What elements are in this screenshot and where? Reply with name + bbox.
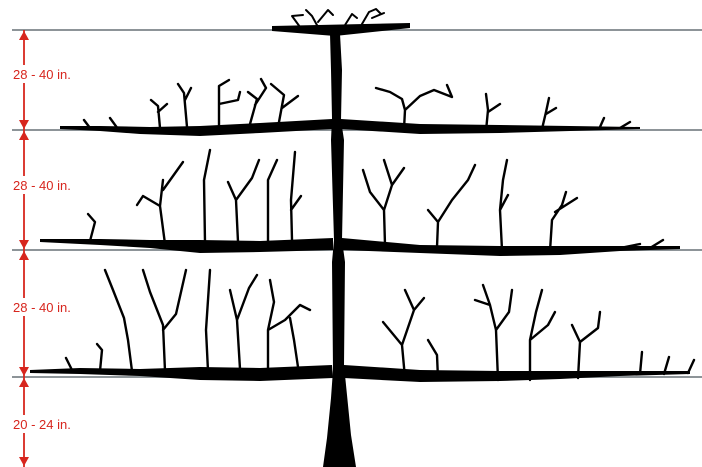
tier3-shoots bbox=[66, 270, 694, 380]
dimension-label-2: 28 - 40 in. bbox=[13, 178, 71, 193]
dimension-label-3: 28 - 40 in. bbox=[13, 300, 71, 315]
dimension-label-4: 20 - 24 in. bbox=[13, 417, 71, 432]
espalier-tree bbox=[30, 9, 694, 467]
dimension-label-1: 28 - 40 in. bbox=[13, 67, 71, 82]
tier1-right-arm bbox=[341, 119, 640, 134]
height-dimensions: 28 - 40 in. 28 - 40 in. 28 - 40 in. 20 -… bbox=[10, 30, 96, 467]
tier2-shoots bbox=[88, 150, 663, 251]
tier3-left-arm bbox=[30, 365, 333, 381]
top-crossbar bbox=[272, 23, 410, 36]
tier3-right-arm bbox=[344, 365, 690, 382]
tier1-left-arm bbox=[60, 119, 332, 136]
